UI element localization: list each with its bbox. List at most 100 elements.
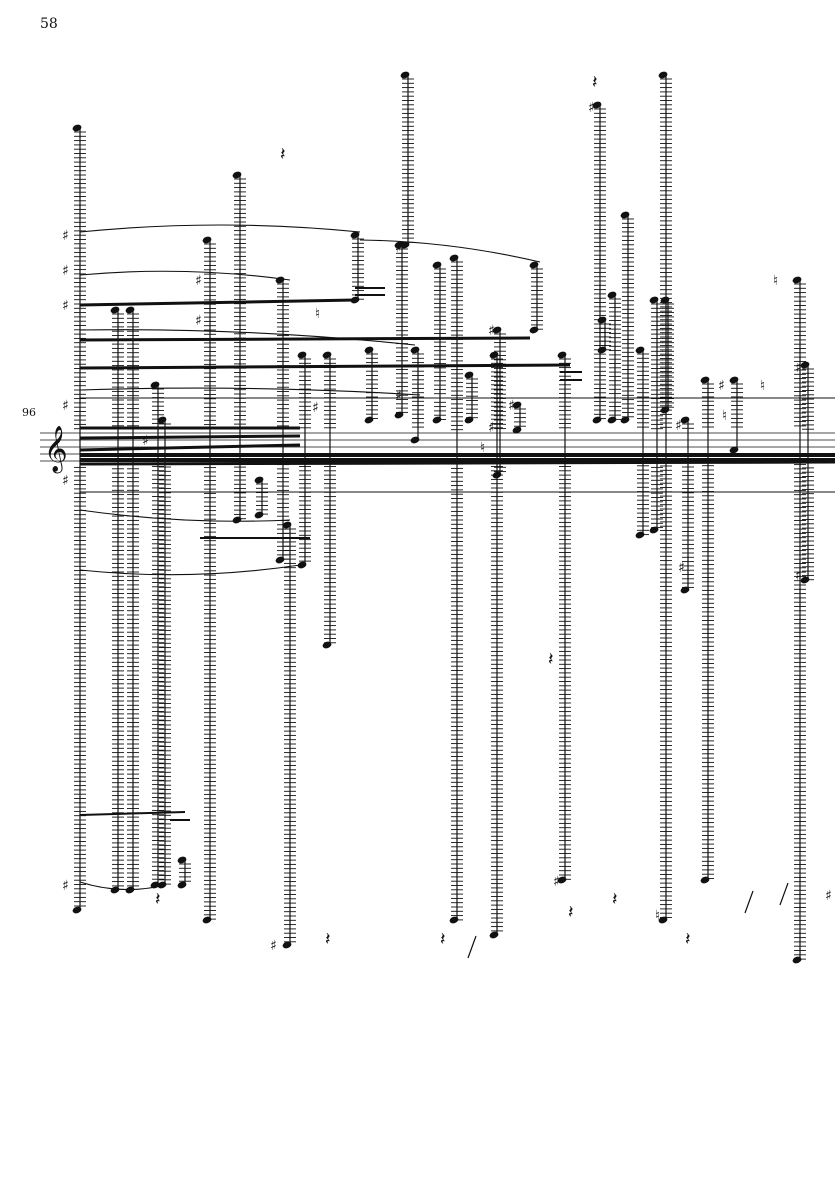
beam	[79, 363, 571, 370]
slur	[79, 224, 361, 233]
notehead	[492, 471, 502, 479]
notehead	[729, 376, 739, 384]
sharp-icon: ♯	[395, 240, 402, 256]
notehead	[700, 876, 710, 884]
sharp-icon: ♯	[270, 938, 277, 954]
grace-slash	[779, 882, 789, 906]
notehead	[489, 931, 499, 939]
sharp-icon: ♯	[675, 418, 682, 434]
notehead	[275, 556, 285, 564]
notehead	[202, 916, 212, 924]
quarter-rest-icon: 𝄽	[548, 649, 554, 670]
natural-icon: ♮	[760, 378, 765, 394]
sharp-icon: ♯	[553, 874, 560, 890]
slur	[79, 387, 421, 396]
sharp-icon: ♯	[588, 100, 595, 116]
quarter-rest-icon: 𝄽	[280, 144, 286, 165]
sharp-icon: ♯	[488, 323, 495, 339]
grace-slash	[744, 890, 754, 914]
notehead	[660, 406, 670, 414]
notehead	[792, 276, 802, 284]
notehead	[150, 381, 160, 389]
notehead	[597, 346, 607, 354]
natural-icon: ♮	[655, 908, 660, 924]
notehead	[607, 291, 617, 299]
beam	[79, 443, 301, 452]
notehead	[512, 426, 522, 434]
notehead	[110, 306, 120, 314]
notehead	[658, 916, 668, 924]
sharp-icon: ♯	[508, 398, 515, 414]
measure-number: 96	[22, 406, 36, 419]
sharp-icon: ♯	[678, 560, 685, 576]
quarter-rest-icon: 𝄽	[592, 72, 598, 93]
notehead	[410, 436, 420, 444]
notehead	[592, 416, 602, 424]
notehead	[800, 576, 810, 584]
slur	[359, 239, 541, 263]
notehead	[680, 416, 690, 424]
natural-icon: ♮	[480, 440, 485, 456]
notehead	[597, 316, 607, 324]
notehead	[157, 416, 167, 424]
beam	[79, 336, 531, 342]
notehead	[557, 351, 567, 359]
notehead	[400, 71, 410, 79]
page-number: 58	[40, 16, 58, 32]
notehead	[110, 886, 120, 894]
notehead	[322, 641, 332, 649]
notehead	[680, 586, 690, 594]
sharp-icon: ♯	[195, 313, 202, 329]
quarter-rest-icon: 𝄽	[568, 902, 574, 923]
notehead	[529, 326, 539, 334]
sharp-icon: ♯	[795, 568, 802, 584]
sharp-icon: ♯	[62, 473, 69, 489]
notehead	[635, 531, 645, 539]
notehead	[464, 371, 474, 379]
beam	[79, 434, 301, 440]
notehead	[432, 261, 442, 269]
slur	[79, 509, 291, 522]
notehead	[275, 276, 285, 284]
notehead	[529, 261, 539, 269]
grace-slash	[467, 935, 477, 959]
notehead	[254, 511, 264, 519]
quarter-rest-icon: 𝄽	[685, 929, 691, 950]
notehead	[620, 211, 630, 219]
notehead	[177, 856, 187, 864]
notehead	[620, 416, 630, 424]
notehead	[364, 416, 374, 424]
notehead	[729, 446, 739, 454]
sharp-icon: ♯	[62, 298, 69, 314]
slur	[79, 270, 291, 281]
natural-icon: ♮	[315, 306, 320, 322]
notehead	[592, 101, 602, 109]
slur	[79, 329, 416, 346]
natural-icon: ♮	[722, 408, 727, 424]
quarter-rest-icon: 𝄽	[612, 889, 618, 910]
notehead	[649, 526, 659, 534]
sharp-icon: ♯	[62, 263, 69, 279]
notehead	[282, 941, 292, 949]
notehead	[512, 401, 522, 409]
notehead	[254, 476, 264, 484]
beam	[79, 298, 356, 307]
notehead	[635, 346, 645, 354]
notehead	[394, 411, 404, 419]
treble-clef-icon: 𝄞	[44, 426, 68, 474]
notehead	[125, 306, 135, 314]
natural-icon: ♮	[773, 273, 778, 289]
notehead	[449, 254, 459, 262]
sharp-icon: ♯	[62, 878, 69, 894]
quarter-rest-icon: 𝄽	[155, 889, 161, 910]
notehead	[800, 361, 810, 369]
beam	[79, 460, 835, 466]
notehead	[322, 351, 332, 359]
sharp-icon: ♯	[62, 398, 69, 414]
sharp-icon: ♯	[825, 888, 832, 904]
notehead	[72, 124, 82, 132]
notehead	[464, 416, 474, 424]
notehead	[232, 516, 242, 524]
notehead	[492, 326, 502, 334]
notehead	[557, 876, 567, 884]
